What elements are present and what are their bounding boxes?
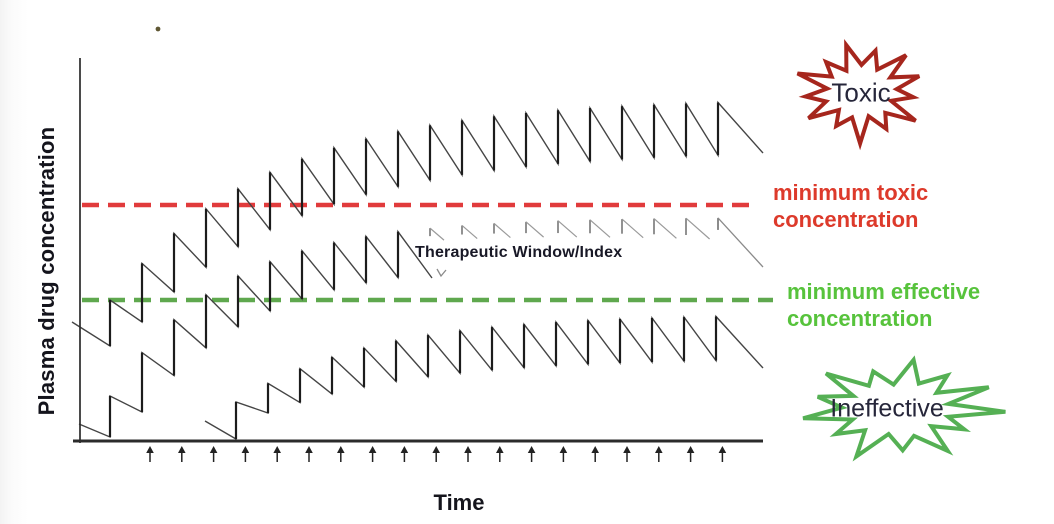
dose-arrow-head <box>209 446 218 453</box>
dose-arrow-head <box>305 446 313 453</box>
minimum-effective-concentration-label: minimum effective concentration <box>787 279 981 331</box>
y-axis-label: Plasma drug concentration <box>34 126 59 416</box>
dose-arrow-head <box>464 446 472 453</box>
ineffective-burst-label: Ineffective <box>830 394 944 423</box>
x-axis-label: Time <box>433 490 485 515</box>
dose-arrow-head <box>686 446 695 453</box>
dose-arrows <box>146 446 727 462</box>
low-dose-regimen-curve <box>204 314 764 441</box>
toxic-burst <box>796 39 921 151</box>
dose-arrow-head <box>496 446 504 453</box>
dose-arrow-head <box>400 446 409 453</box>
dose-arrow-head <box>178 446 186 453</box>
ineffective-burst <box>802 355 1006 462</box>
dose-arrow-head <box>623 446 631 453</box>
dose-arrow-head <box>591 446 599 453</box>
dose-arrow-head <box>337 446 345 453</box>
high-dose-regimen-curve <box>71 100 764 348</box>
dose-arrow-head <box>718 446 727 453</box>
intermediate-dose-regimen-decay-line <box>78 229 433 439</box>
toxic-burst-label: Toxic <box>831 77 891 108</box>
dose-arrow-head <box>432 446 440 453</box>
high-dose-regimen-decay-line <box>71 100 764 348</box>
stray-dot <box>155 26 161 32</box>
minimum-toxic-concentration-label: minimum toxic concentration <box>773 180 929 232</box>
dose-arrow-head <box>559 446 568 453</box>
dose-arrow-head <box>527 446 536 453</box>
dose-arrow-head <box>241 446 250 453</box>
dose-arrow-head <box>655 446 663 453</box>
dose-arrow-head <box>146 446 154 453</box>
intermediate-dose-regimen-curve <box>78 217 764 439</box>
dose-arrow-head <box>368 446 377 453</box>
low-dose-regimen-decay-line <box>204 314 764 441</box>
therapeutic-window-label: Therapeutic Window/Index <box>415 244 623 261</box>
stray-curve-mark <box>436 268 447 278</box>
dose-arrow-head <box>273 446 281 453</box>
